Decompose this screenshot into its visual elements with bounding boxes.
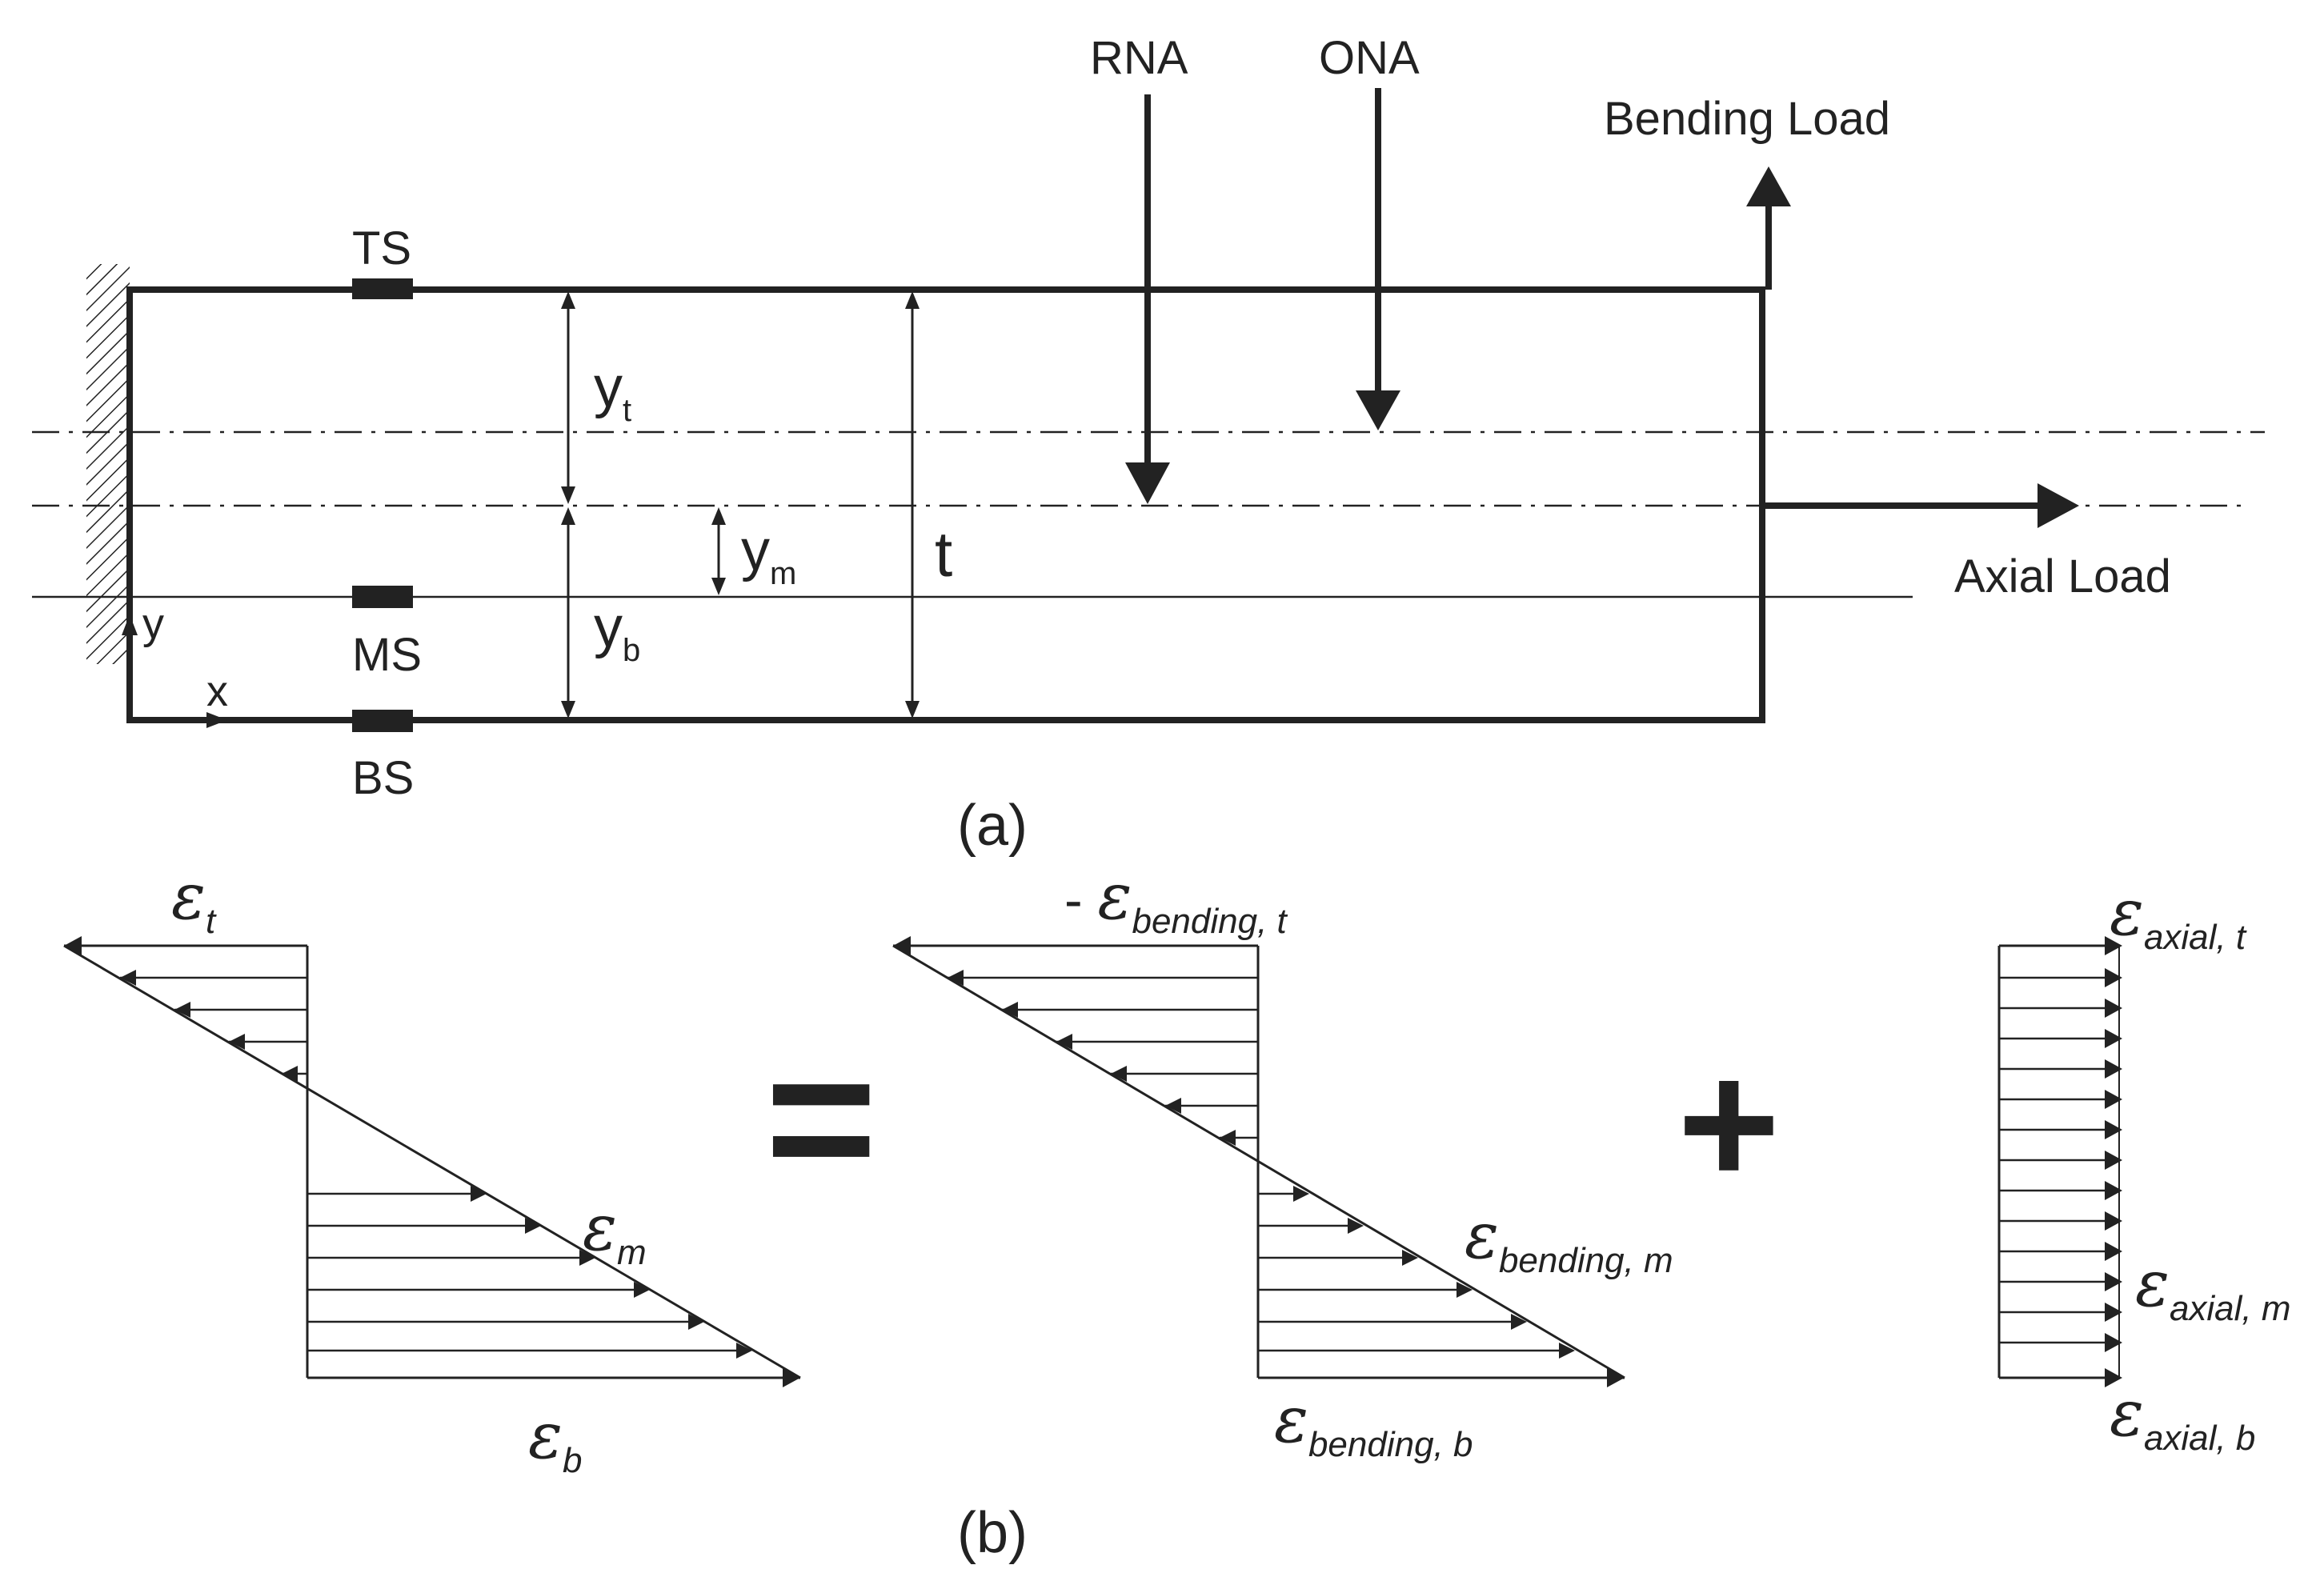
label-ona: ONA [1319,32,1420,84]
label-eps-bending-m: εbending, m [1465,1199,1673,1280]
gauge-bs [352,710,413,732]
label-eps-axial-m: εaxial, m [2135,1247,2291,1328]
label-eps-bending-t: - εbending, t [1064,859,1288,941]
rna-arrowhead [1125,462,1170,504]
dim-yt-arrow-top [561,291,575,309]
ona-arrowhead [1356,390,1400,430]
total-strain-line [63,944,801,1379]
label-rna: RNA [1090,32,1188,84]
axial-strain-profile: εaxial, t εaxial, m εaxial, b [1997,875,2291,1458]
label-eps-t: εt [171,859,217,941]
label-eps-axial-t: εaxial, t [2110,875,2247,957]
label-eps-bending-b: εbending, b [1274,1383,1473,1464]
axial-arrows [1999,936,2122,1387]
label-eps-axial-b: εaxial, b [2110,1376,2255,1458]
strain-distributions: εt εm εb = [63,859,2291,1565]
gauge-ts [352,278,413,299]
fixed-wall-hatch [86,264,130,664]
axial-load-arrowhead [2038,483,2079,528]
total-strain-profile: εt εm εb [63,859,801,1480]
dim-yb-arrow-bottom [561,701,575,718]
y-axis-label: y [142,600,164,648]
total-arrows [64,936,800,1387]
dim-t-arrow-top [905,291,920,309]
dim-t-arrow-bottom [905,701,920,718]
dim-yb-arrow-top [561,507,575,525]
label-eps-m: εm [583,1191,647,1272]
equals-sign: = [765,1011,877,1225]
x-axis-label: x [206,667,228,715]
label-bending-load: Bending Load [1604,93,1890,145]
caption-a: (a) [957,794,1028,858]
label-ym: ym [741,518,796,591]
label-bs: BS [352,752,414,804]
dim-ym-arrow-top [711,507,726,525]
plus-sign: + [1677,1025,1780,1222]
dim-yt-arrow-bottom [561,486,575,504]
caption-b: (b) [957,1501,1028,1565]
label-ms: MS [352,629,422,681]
bending-load-arrowhead [1746,166,1791,206]
y-axis-arrowhead [122,614,138,635]
x-axis-arrowhead [206,712,227,728]
bending-strain-line [892,944,1625,1379]
label-axial-load: Axial Load [1954,550,2171,602]
bending-arrows [893,936,1625,1387]
label-thickness: t [935,518,952,590]
dim-ym-arrow-bottom [711,578,726,595]
label-ts: TS [352,222,411,274]
label-eps-b: εb [528,1399,582,1480]
beam-diagram: TS MS BS y x yt yb ym [32,32,2265,858]
label-yb: yb [594,595,640,668]
gauge-ms [352,586,413,608]
label-yt: yt [594,355,631,428]
bending-strain-profile: - εbending, t εbending, m εbending, b [892,859,1673,1464]
